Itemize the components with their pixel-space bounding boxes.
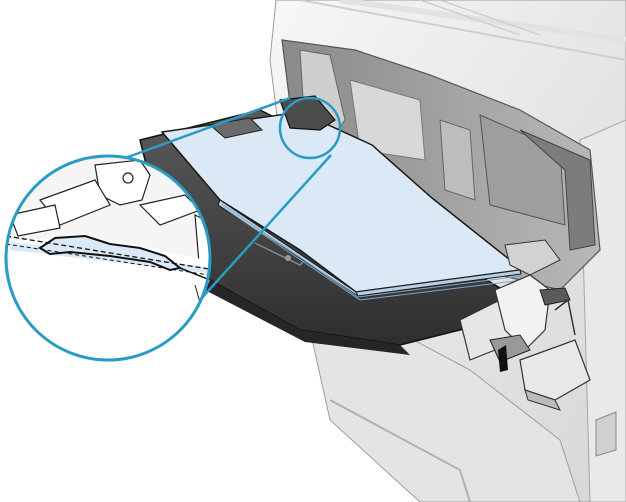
callout-magnifier-circle [4,154,212,362]
paper-stack [160,111,524,301]
magnification-callout [127,96,342,301]
paper-width-guide [459,239,591,411]
callout-source-circle [278,96,342,160]
magnified-detail [4,154,212,362]
